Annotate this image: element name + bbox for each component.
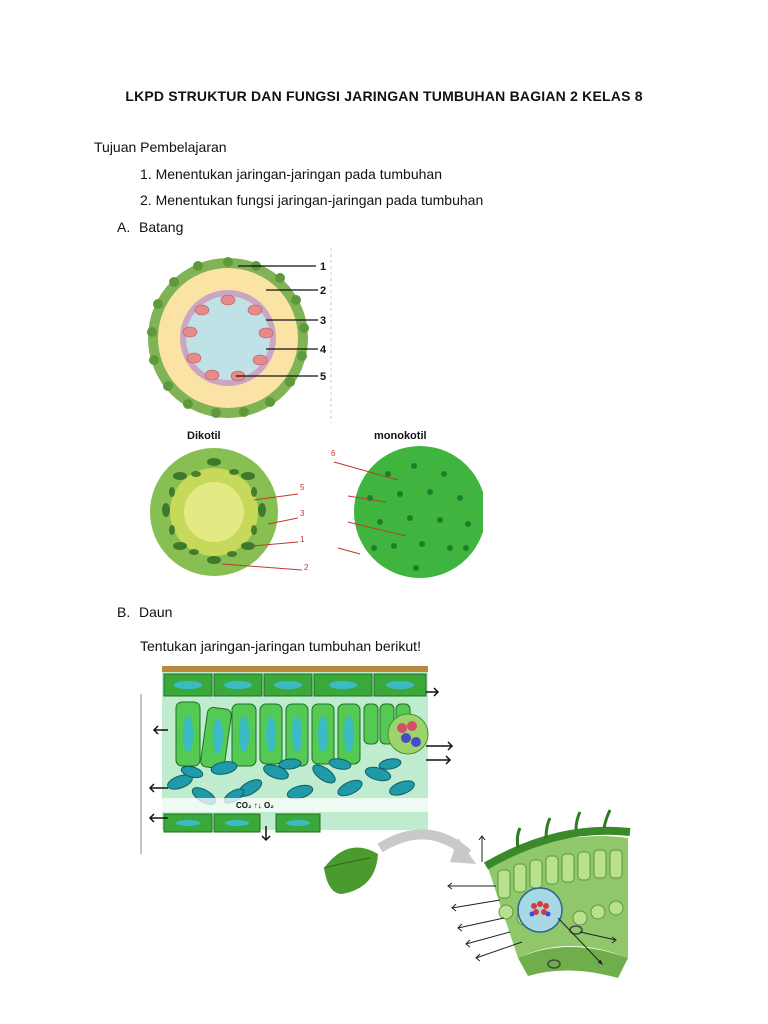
section-b-label: Daun — [139, 604, 173, 620]
gas-exchange-label: CO₂ ↑↓ O₂ — [236, 801, 274, 810]
dicot-number-3: 3 — [300, 509, 305, 518]
pith-region — [186, 296, 270, 380]
vein-bundle — [517, 887, 563, 933]
section-a-marker: A. — [117, 219, 131, 235]
stem-number-2: 2 — [320, 285, 326, 297]
objectives-heading: Tujuan Pembelajaran — [94, 139, 227, 155]
dicot-number-5: 5 — [300, 483, 305, 492]
mesophyll-cells — [497, 849, 624, 926]
dicot-number-2: 2 — [304, 563, 309, 572]
section-a-label: Batang — [139, 219, 184, 235]
lower-leaf-surface — [518, 947, 628, 978]
leaf-icon — [324, 847, 378, 894]
dicot-label: Dikotil — [187, 430, 221, 442]
objective-item-2: 2. Menentukan fungsi jaringan-jaringan p… — [140, 192, 484, 208]
page-title: LKPD STRUKTUR DAN FUNGSI JARINGAN TUMBUH… — [125, 88, 643, 104]
dicot-monocot-diagram: 5 3 1 2 6 — [150, 446, 483, 578]
leaf-cross-section-diagram: CO₂ ↑↓ O₂ — [140, 666, 454, 854]
stem-number-1: 1 — [320, 261, 326, 273]
monocot-vascular-bundles — [367, 463, 471, 571]
stem-number-4: 4 — [320, 344, 327, 356]
stem-number-3: 3 — [320, 315, 326, 327]
stem-cross-section-diagram: 1 2 3 4 5 — [147, 248, 332, 423]
dicot-number-1: 1 — [300, 535, 305, 544]
leaf-vascular-bundle — [387, 713, 429, 755]
section-b-instruction: Tentukan jaringan-jaringan tumbuhan beri… — [140, 638, 421, 654]
upper-leaf-surface — [483, 826, 631, 870]
stem-number-5: 5 — [320, 371, 326, 383]
monocot-cross-section — [354, 446, 483, 578]
leaf-3d-diagram — [323, 809, 631, 978]
cuticle-layer — [162, 666, 428, 672]
vascular-bundles — [182, 294, 274, 382]
monocot-label: monokotil — [374, 430, 427, 442]
objective-item-1: 1. Menentukan jaringan-jaringan pada tum… — [140, 166, 442, 182]
spongy-layer — [167, 758, 415, 805]
section-b-marker: B. — [117, 604, 131, 620]
monocot-number-6: 6 — [331, 449, 336, 458]
